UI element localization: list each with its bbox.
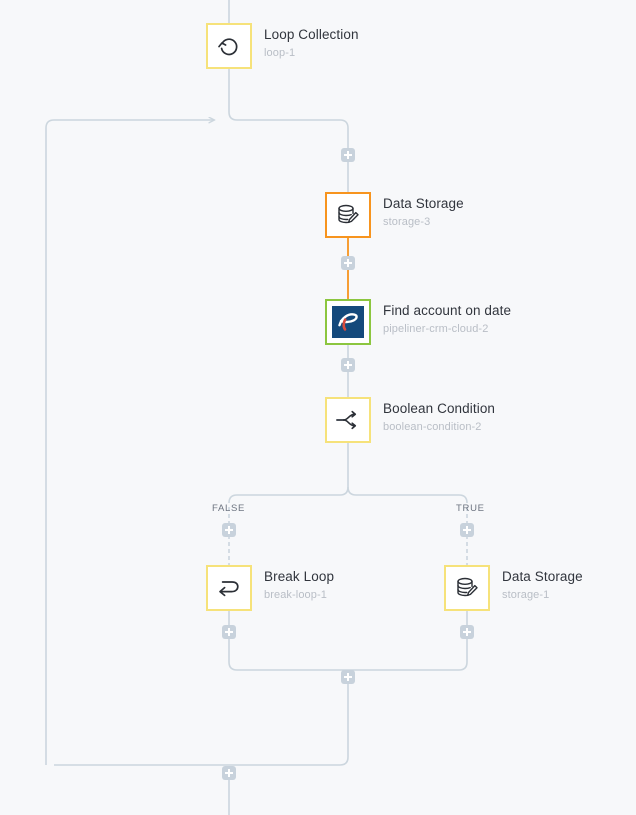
add-node-button[interactable] bbox=[222, 625, 236, 639]
node-subtitle: boolean-condition-2 bbox=[383, 421, 482, 434]
branch-split-icon bbox=[334, 406, 362, 434]
add-node-button[interactable] bbox=[341, 358, 355, 372]
add-node-button[interactable] bbox=[460, 523, 474, 537]
node-subtitle: loop-1 bbox=[264, 47, 296, 60]
add-node-button[interactable] bbox=[341, 670, 355, 684]
node-text-pipeliner: Find account on date pipeliner-crm-cloud… bbox=[383, 299, 511, 336]
node-data-storage-1[interactable]: Data Storage storage-1 bbox=[444, 565, 583, 611]
node-title: Find account on date bbox=[383, 303, 512, 318]
add-node-button[interactable] bbox=[222, 766, 236, 780]
node-boolean-condition-2[interactable]: Boolean Condition boolean-condition-2 bbox=[325, 397, 495, 443]
branch-label-true: TRUE bbox=[456, 503, 485, 514]
edge-merge-to-loop-end bbox=[229, 670, 349, 766]
node-icon-box-loop-collection[interactable] bbox=[206, 23, 252, 69]
node-title: Break Loop bbox=[264, 569, 335, 584]
node-pipeliner-crm-cloud-2[interactable]: Find account on date pipeliner-crm-cloud… bbox=[325, 299, 511, 345]
loop-circular-arrow-icon bbox=[215, 32, 243, 60]
edge-data-storage-1-merge bbox=[348, 611, 468, 671]
edge-boolean-true-branch bbox=[347, 486, 468, 504]
edge-loop-to-column bbox=[228, 69, 349, 192]
node-title: Boolean Condition bbox=[383, 401, 496, 416]
node-icon-box-pipeliner[interactable] bbox=[325, 299, 371, 345]
node-subtitle: break-loop-1 bbox=[264, 589, 327, 602]
edge-break-loop-merge bbox=[228, 611, 348, 671]
branch-label-false: FALSE bbox=[212, 503, 246, 514]
add-node-button[interactable] bbox=[341, 148, 355, 162]
edge-loop-back-rail bbox=[45, 120, 214, 765]
database-pencil-icon bbox=[453, 574, 481, 602]
node-title: Data Storage bbox=[502, 569, 583, 584]
node-title: Data Storage bbox=[383, 196, 464, 211]
node-subtitle: pipeliner-crm-cloud-2 bbox=[383, 323, 489, 336]
add-node-button[interactable] bbox=[341, 256, 355, 270]
add-node-button[interactable] bbox=[460, 625, 474, 639]
node-icon-box-data-storage-3[interactable] bbox=[325, 192, 371, 238]
pipeliner-logo-icon bbox=[332, 306, 364, 338]
node-loop-collection[interactable]: Loop Collection loop-1 bbox=[206, 23, 359, 69]
node-text-boolean-condition: Boolean Condition boolean-condition-2 bbox=[383, 397, 495, 434]
node-icon-box-boolean-condition[interactable] bbox=[325, 397, 371, 443]
node-subtitle: storage-3 bbox=[383, 216, 431, 229]
node-icon-box-data-storage-1[interactable] bbox=[444, 565, 490, 611]
add-node-button[interactable] bbox=[222, 523, 236, 537]
node-text-data-storage-3: Data Storage storage-3 bbox=[383, 192, 464, 229]
node-subtitle: storage-1 bbox=[502, 589, 550, 602]
node-text-break-loop: Break Loop break-loop-1 bbox=[264, 565, 334, 602]
u-turn-arrow-icon bbox=[215, 574, 243, 602]
node-break-loop-1[interactable]: Break Loop break-loop-1 bbox=[206, 565, 334, 611]
node-text-loop-collection: Loop Collection loop-1 bbox=[264, 23, 359, 60]
database-pencil-icon bbox=[334, 201, 362, 229]
node-text-data-storage-1: Data Storage storage-1 bbox=[502, 565, 583, 602]
node-title: Loop Collection bbox=[264, 27, 359, 42]
node-data-storage-3[interactable]: Data Storage storage-3 bbox=[325, 192, 464, 238]
node-icon-box-break-loop[interactable] bbox=[206, 565, 252, 611]
edge-boolean-false-branch bbox=[228, 486, 349, 504]
